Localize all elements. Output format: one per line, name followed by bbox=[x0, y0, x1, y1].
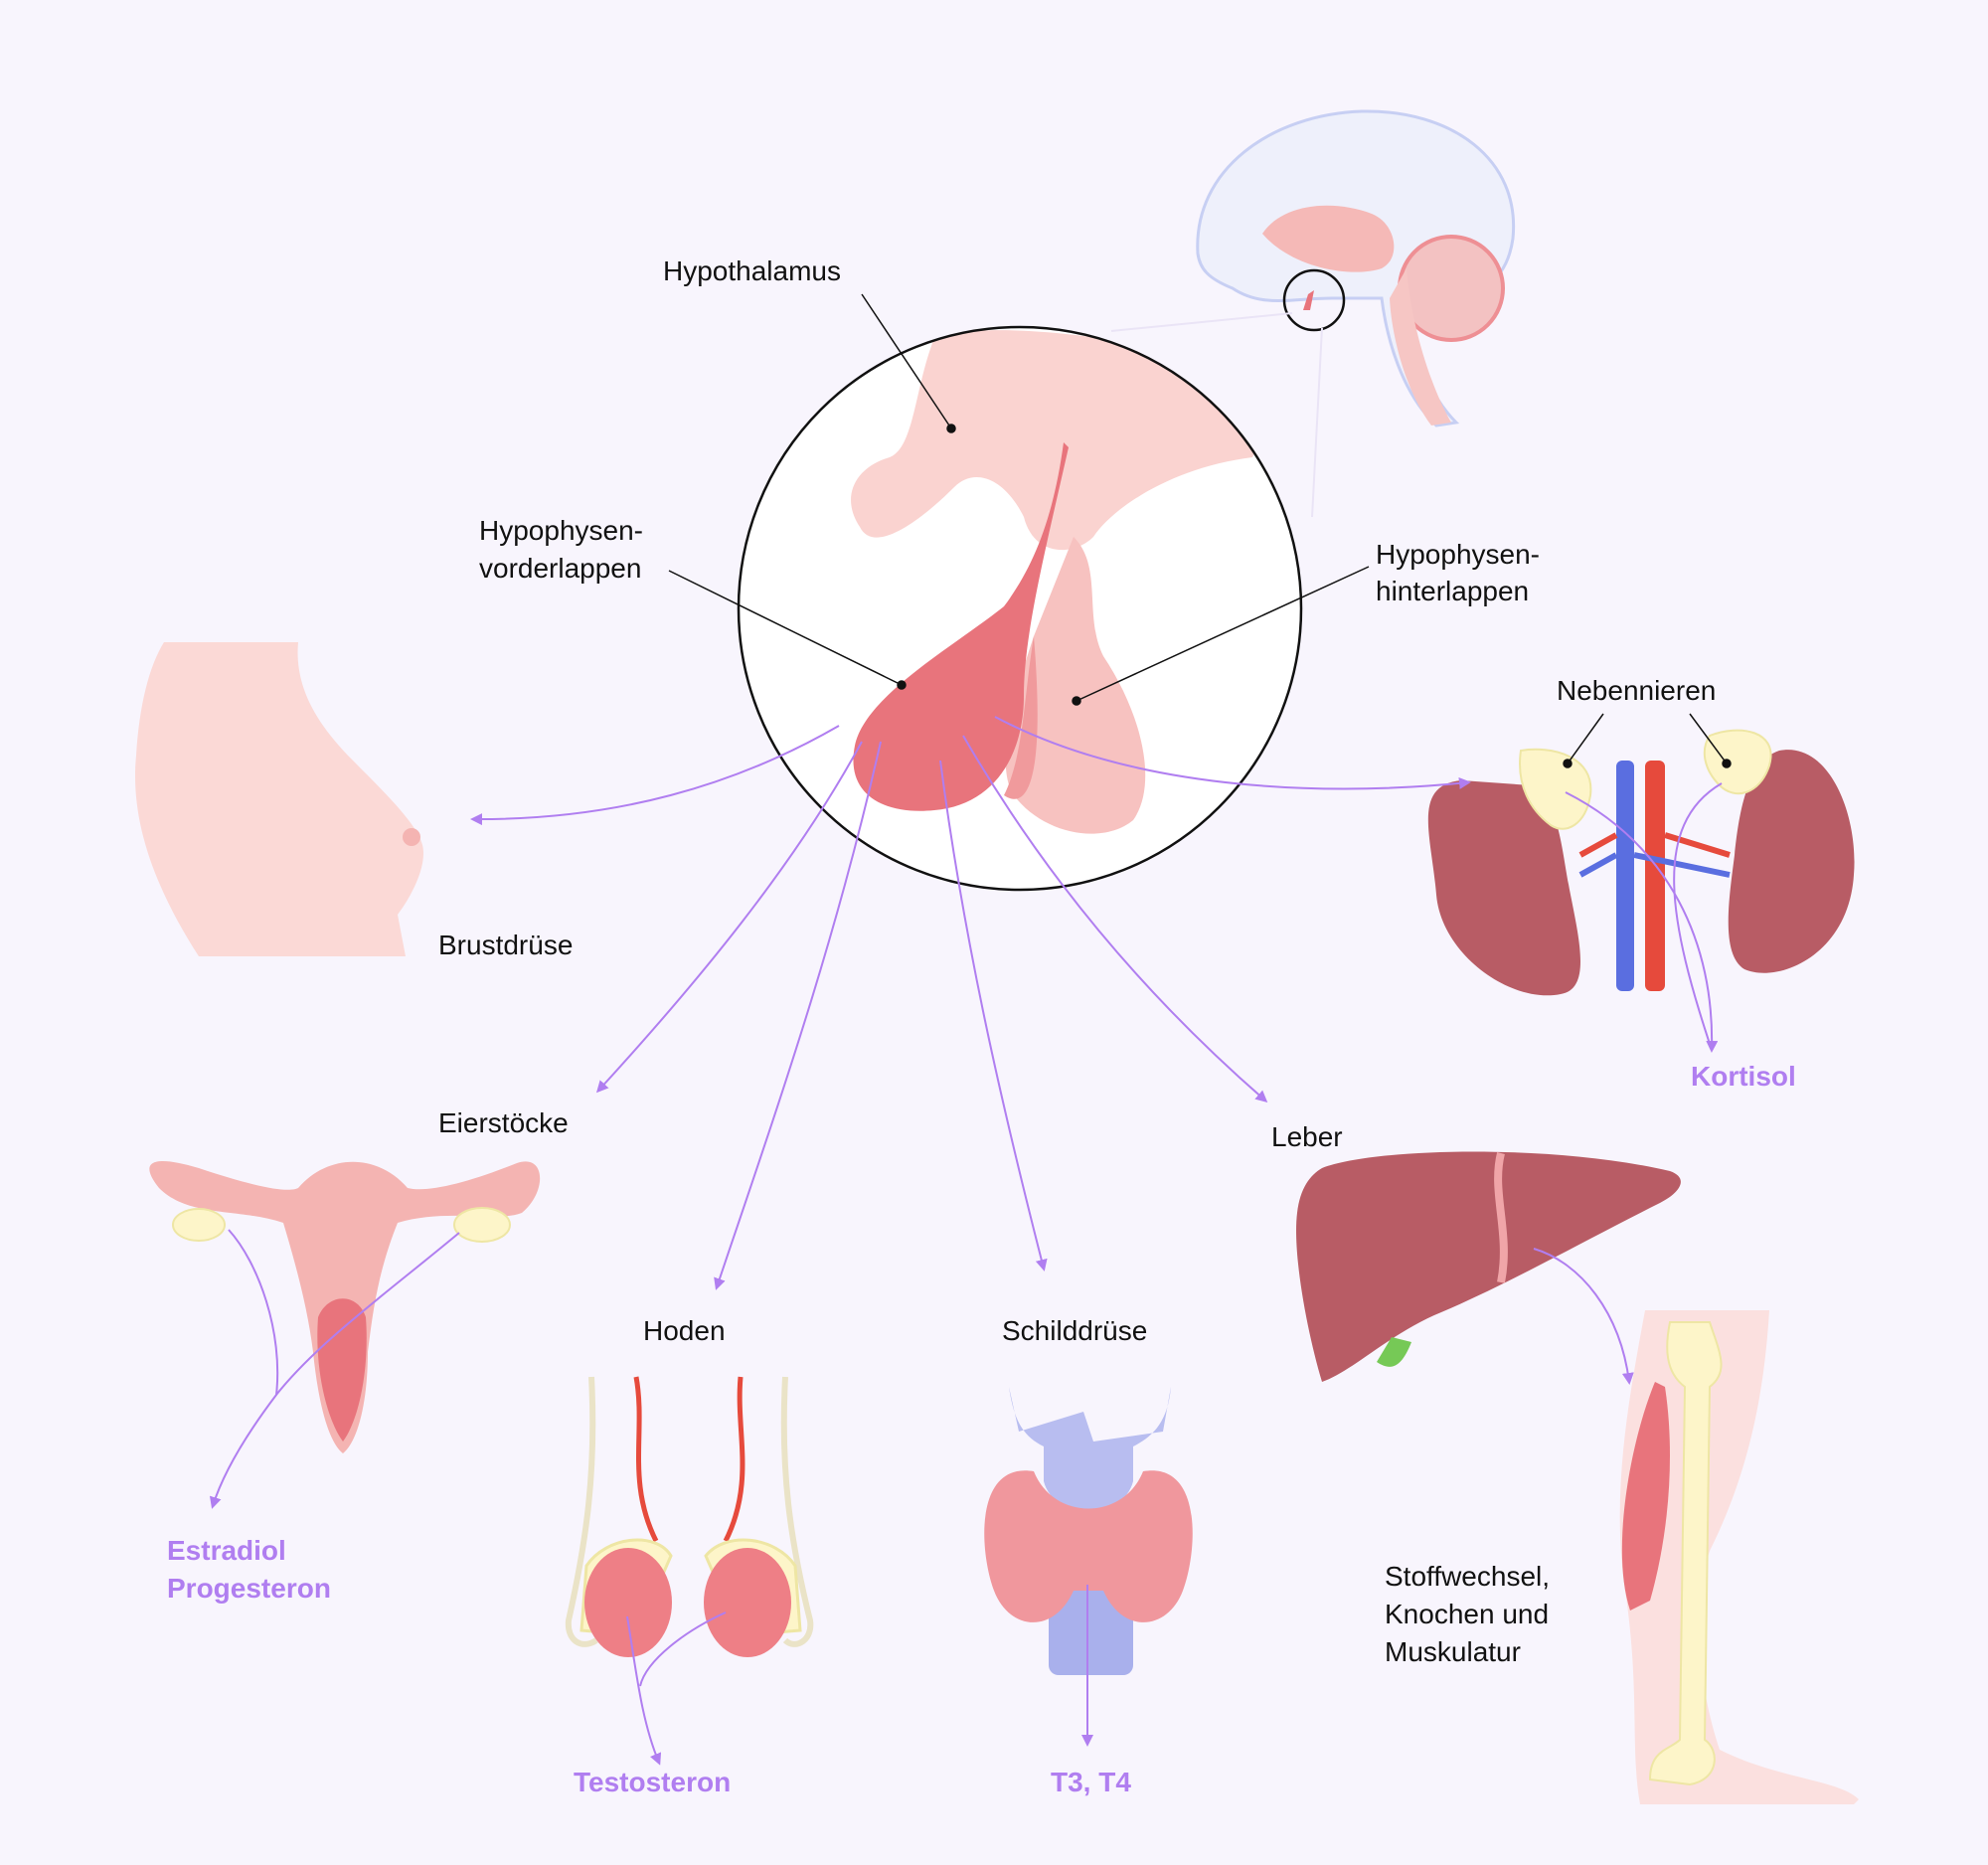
hormone-arrows bbox=[209, 716, 1723, 1766]
label-hypothalamus: Hypothalamus bbox=[663, 255, 841, 286]
hormone-t3-t4: T3, T4 bbox=[1051, 1767, 1131, 1797]
liver-icon bbox=[1296, 1151, 1681, 1382]
pointer-lines bbox=[668, 293, 1732, 768]
hormone-testosteron: Testosteron bbox=[574, 1767, 732, 1797]
thyroid-icon bbox=[984, 1387, 1193, 1675]
label-eierstoecke: Eierstöcke bbox=[438, 1107, 569, 1138]
testes-icon bbox=[565, 1376, 814, 1657]
breast-icon bbox=[134, 642, 423, 956]
label-hypophysenvorderlappen-line1: Hypophysen- bbox=[479, 515, 643, 546]
leg-icon bbox=[1619, 1310, 1859, 1804]
hormone-estradiol: Estradiol bbox=[167, 1535, 286, 1566]
label-stoffwechsel-line2: Knochen und bbox=[1385, 1599, 1550, 1629]
pituitary-zoom-icon bbox=[737, 325, 1303, 892]
adrenal-kidneys-icon bbox=[1427, 729, 1855, 996]
label-schilddruese: Schilddrüse bbox=[1002, 1315, 1148, 1346]
label-leber: Leber bbox=[1271, 1121, 1343, 1152]
label-hypophysenhinterlappen-line2: hinterlappen bbox=[1376, 576, 1530, 606]
label-stoffwechsel-line3: Muskulatur bbox=[1385, 1636, 1521, 1667]
label-brustdruese: Brustdrüse bbox=[438, 930, 574, 960]
hormone-progesteron: Progesteron bbox=[167, 1573, 331, 1604]
label-hoden: Hoden bbox=[643, 1315, 726, 1346]
brain-icon bbox=[1110, 109, 1516, 518]
label-stoffwechsel-line1: Stoffwechsel, bbox=[1385, 1561, 1551, 1592]
label-hypophysenvorderlappen-line2: vorderlappen bbox=[479, 553, 642, 584]
label-hypophysenhinterlappen-line1: Hypophysen- bbox=[1376, 539, 1540, 570]
hormone-kortisol: Kortisol bbox=[1691, 1061, 1796, 1092]
ovaries-uterus-icon bbox=[149, 1160, 541, 1453]
label-nebennieren: Nebennieren bbox=[1557, 675, 1717, 706]
